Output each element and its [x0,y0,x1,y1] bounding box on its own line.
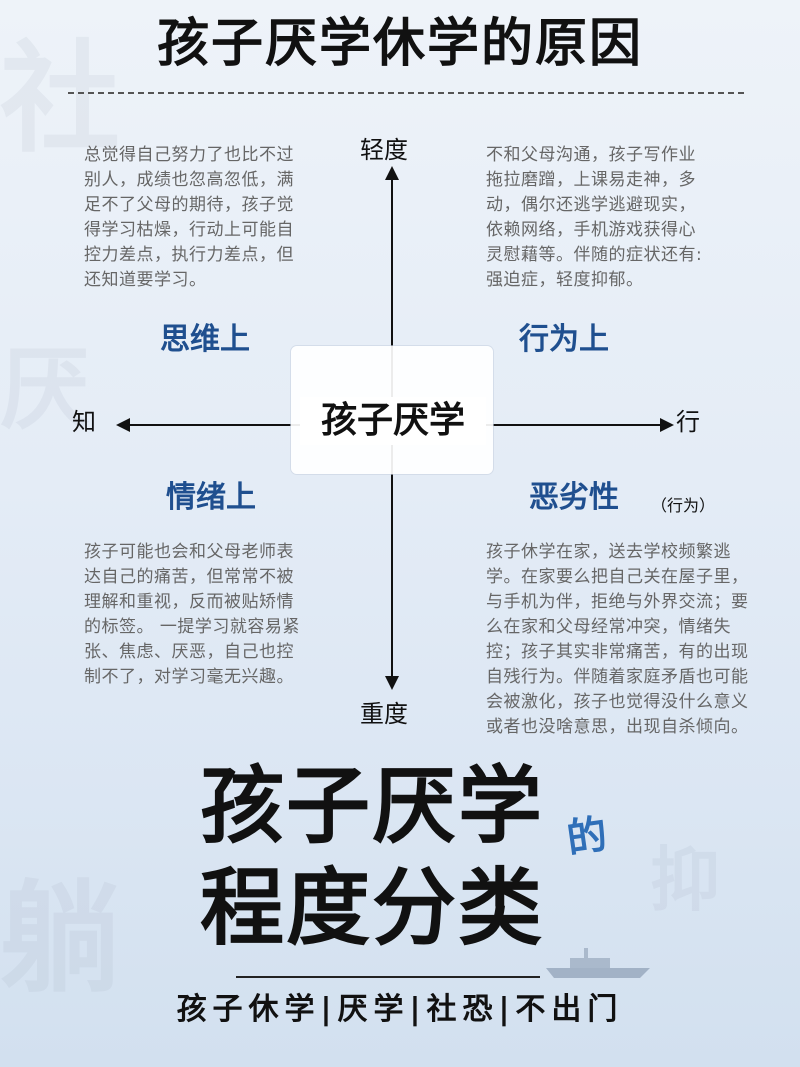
footer-divider [236,976,540,978]
big-title-de: 的 [563,811,611,863]
quadrant-top-right-text: 不和父母沟通，孩子写作业 拖拉磨蹭，上课易走神，多 动，偶尔还逃学逃避现实， 依… [486,145,703,290]
axis-label-right: 行 [676,408,700,436]
arrow-left-icon [116,418,130,432]
footer-tags: 孩子休学|厌学|社恐|不出门 [176,992,624,1027]
page-title: 孩子厌学休学的原因 [156,14,643,74]
big-title-line1: 孩子厌学 [199,757,544,855]
center-label: 孩子厌学 [300,397,486,445]
quadrant-top-right-heading: 行为上 [519,322,609,357]
background-watermark: 躺 [0,870,120,1009]
axis-label-left: 知 [72,408,96,436]
quadrant-bottom-right-text: 孩子休学在家，送去学校频繁逃 学。在家要么把自己关在屋子里， 与手机为伴，拒绝与… [486,542,749,737]
quadrant-bottom-right-subheading: （行为） [651,496,716,515]
axis-label-top: 轻度 [360,136,408,164]
quadrant-top-left-heading: 思维上 [160,322,250,357]
quadrant-bottom-right-heading: 恶劣性 [529,480,619,515]
axis-label-bottom: 重度 [360,700,408,728]
quadrant-bottom-left-text: 孩子可能也会和父母老师表 达自己的痛苦，但常常不被 理解和重视，反而被贴矫情 的… [84,542,300,687]
boat-icon [546,948,650,978]
arrow-right-icon [660,418,674,432]
arrow-up-icon [385,166,399,180]
quadrant-bottom-left-heading: 情绪上 [166,480,256,515]
background-watermark: 社 [0,30,120,169]
quadrant-top-left-text: 总觉得自己努力了也比不过 别人，成绩也忽高忽低，满 足不了父母的期待，孩子觉 得… [84,145,294,290]
arrow-down-icon [385,676,399,690]
background-watermark: 抑 [650,839,720,921]
background-watermark: 厌 [0,337,90,442]
big-title-line2: 程度分类 [199,859,544,957]
title-divider [68,92,744,94]
